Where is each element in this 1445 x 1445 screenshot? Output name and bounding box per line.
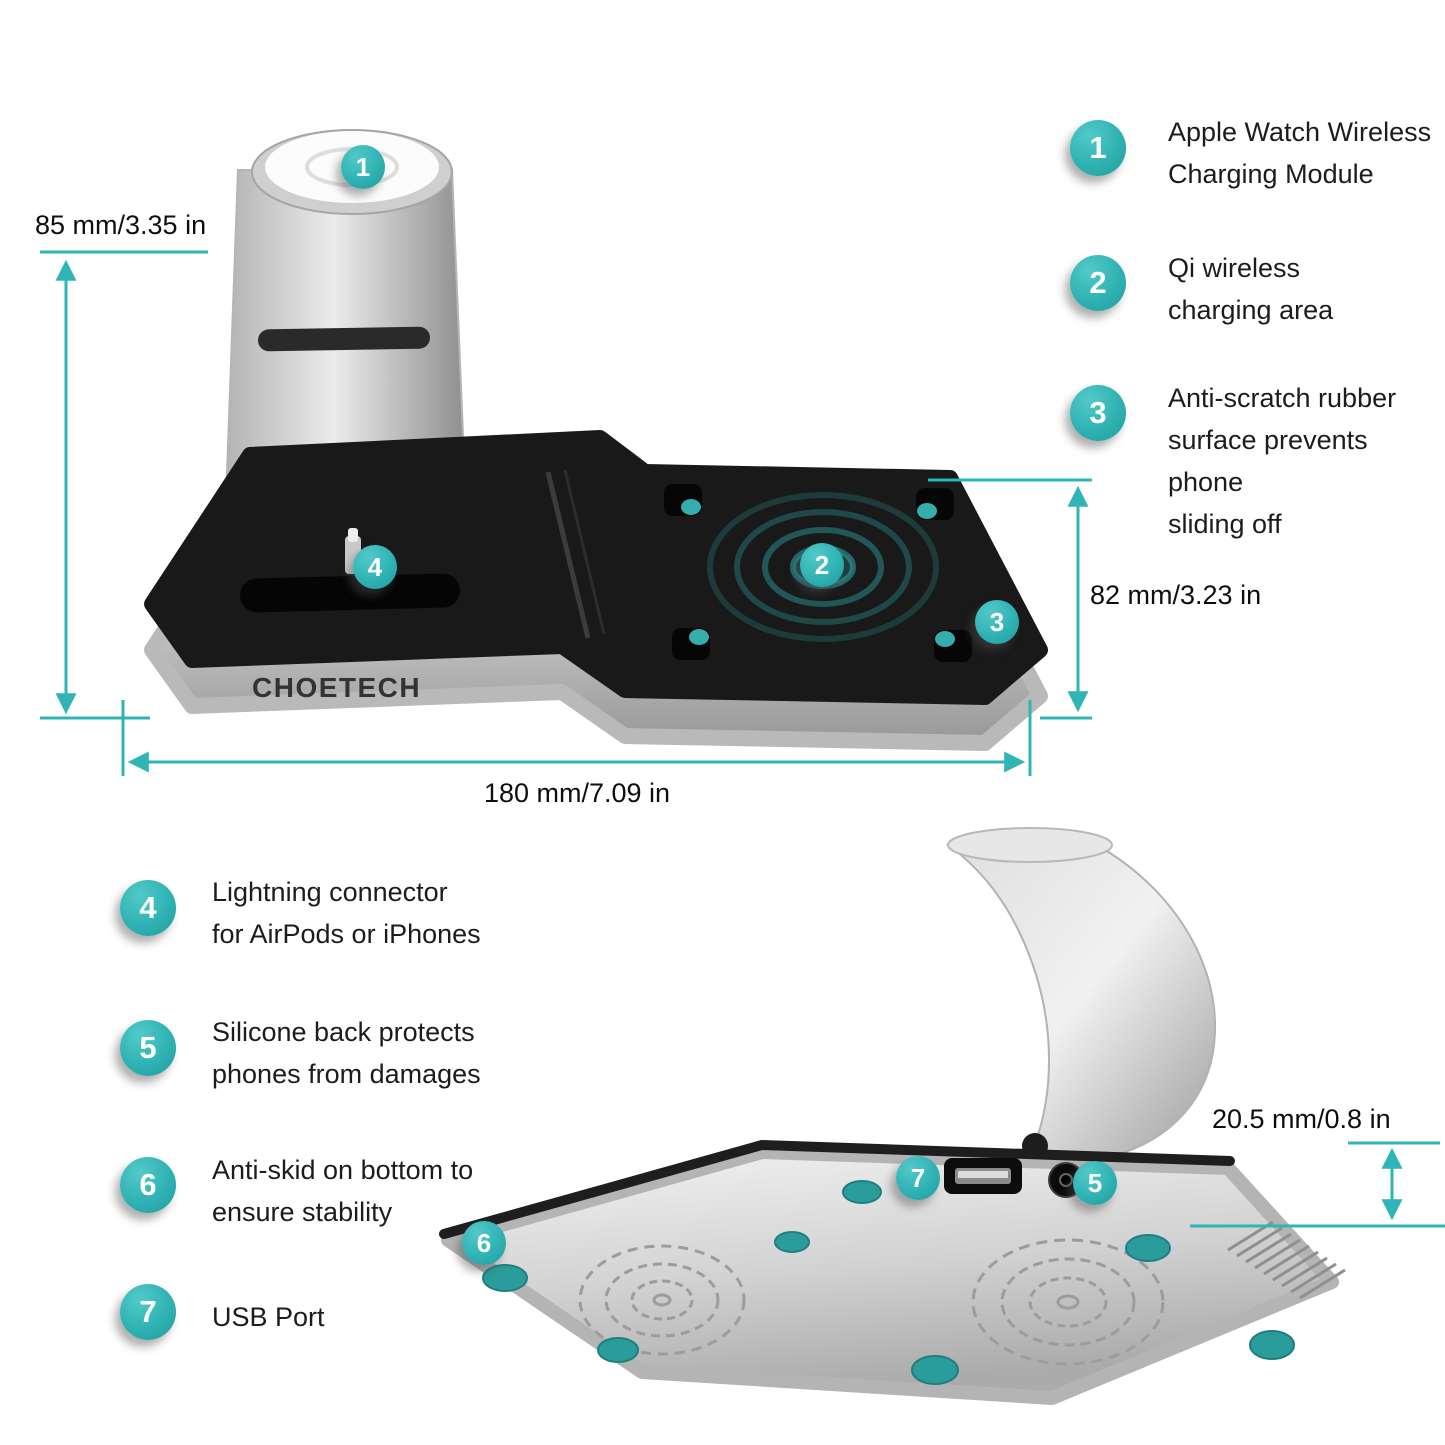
callout-6-badge: 6	[120, 1157, 176, 1213]
dimension-thickness-label: 20.5 mm/0.8 in	[1212, 1104, 1391, 1134]
marker-2-qi-area: 2	[800, 543, 844, 587]
callout-4-badge: 4	[120, 880, 176, 936]
callout-2-badge: 2	[1070, 255, 1126, 311]
vent-right	[971, 1238, 1165, 1366]
marker-3-rubber-surface: 3	[975, 600, 1019, 644]
marker-6-anti-skid: 6	[462, 1221, 506, 1265]
marker-7-usb-port: 7	[896, 1156, 940, 1200]
callout-1-badge: 1	[1070, 120, 1126, 176]
dimension-width-label: 180 mm/7.09 in	[483, 778, 671, 808]
anti-skid-feet	[482, 1180, 1295, 1385]
stand-hook-arm	[945, 827, 1216, 1163]
lightning-connector	[240, 528, 460, 613]
callout-3-badge: 3	[1070, 385, 1126, 441]
callout-6-label: Anti-skid on bottom to ensure stability	[212, 1155, 474, 1227]
dock-bottom-view	[439, 827, 1346, 1405]
callout-3-label: Anti-scratch rubber surface prevents pho…	[1168, 383, 1397, 539]
dimension-height-label: 85 mm/3.35 in	[35, 210, 207, 240]
dimension-depth-label: 82 mm/3.23 in	[1090, 580, 1262, 610]
callout-5-label: Silicone back protects phones from damag…	[212, 1017, 481, 1089]
marker-5-silicone-back: 5	[1073, 1161, 1117, 1205]
dimension-lines	[40, 250, 1445, 1228]
base-black-top	[144, 430, 1048, 705]
base-plate-underside	[441, 1145, 1339, 1405]
dock-top-view	[144, 129, 1048, 751]
vent-left	[578, 1244, 746, 1356]
rubber-corner-pads	[664, 484, 972, 662]
plate-dark-edge	[439, 1140, 1235, 1239]
marker-4-lightning: 4	[353, 545, 397, 589]
callout-1-label: Apple Watch Wireless Charging Module	[1168, 117, 1432, 189]
callout-7-label: USB Port	[212, 1302, 325, 1332]
callout-2-label: Qi wireless charging area	[1168, 253, 1334, 325]
callout-5-badge: 5	[120, 1020, 176, 1076]
usb-port	[944, 1158, 1022, 1194]
marker-1-watch-module: 1	[341, 145, 385, 189]
callout-4-label: Lightning connector for AirPods or iPhon…	[212, 877, 481, 949]
callout-7-badge: 7	[120, 1284, 176, 1340]
brand-logo: CHOETECH	[252, 672, 422, 703]
